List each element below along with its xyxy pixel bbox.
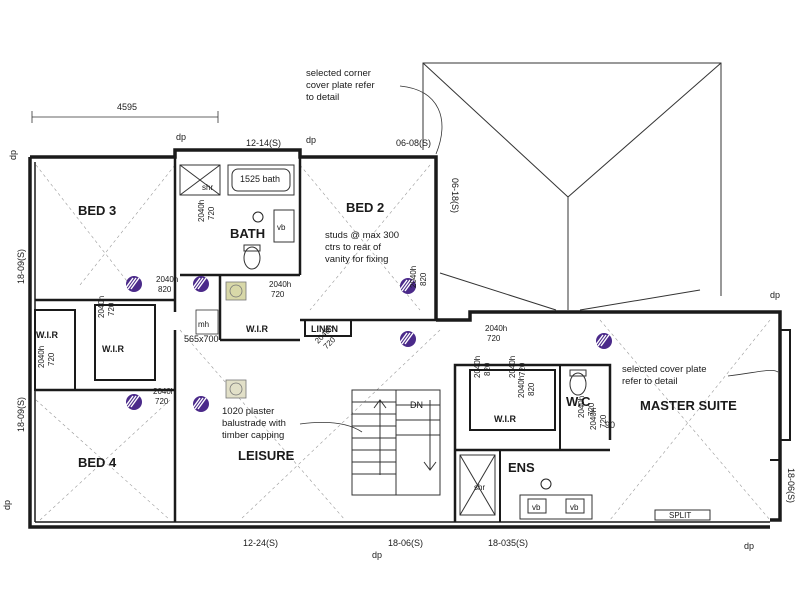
svg-text:vanity for fixing: vanity for fixing (325, 254, 388, 265)
manhole-size: 565x700 (184, 334, 219, 344)
svg-text:refer to detail: refer to detail (622, 376, 677, 387)
shower-label: shr (202, 183, 213, 192)
room-label-bath: BATH (230, 226, 265, 241)
svg-text:cover plate refer: cover plate refer (306, 80, 375, 91)
ensuite-shower-label: shr (474, 483, 485, 492)
walls (28, 148, 791, 529)
leader-arrow (399, 85, 443, 155)
room-label-bed4: BED 4 (78, 455, 117, 470)
room-label-bed3: BED 3 (78, 203, 116, 218)
downpipe-label: dp (770, 290, 780, 300)
window-code: 06-08(S) (396, 138, 431, 148)
downpipe-label: dp (306, 135, 316, 145)
room-label-ens: ENS (508, 460, 535, 475)
stair-dn-label: DN (410, 400, 423, 410)
door-size-label: 2040h720 (197, 200, 216, 222)
window-code: 18-06(S) (388, 538, 423, 548)
door-size-label: 2040h820 (517, 376, 536, 398)
ensuite-fixtures (459, 369, 711, 521)
window-code: 12-24(S) (243, 538, 278, 548)
downlight-icon (398, 331, 416, 347)
exhaust-fan-icon (225, 379, 247, 399)
room-label-master-suite: MASTER SUITE (640, 398, 737, 413)
downpipe-label: dp (744, 541, 754, 551)
door-size-label: 2040h720 (37, 346, 56, 368)
leader-arrow (299, 422, 363, 433)
roof-outline (422, 62, 722, 311)
door-size-label: 2040h820 (473, 356, 492, 378)
door-size-label: 2040h720 (577, 396, 596, 418)
downpipe-label: dp (2, 500, 12, 510)
room-label-linen: LINEN (311, 324, 338, 334)
bath-tub-label: 1525 bath (240, 174, 280, 184)
svg-text:studs @ max 300: studs @ max 300 (325, 230, 399, 241)
staircase (351, 389, 441, 496)
note-cover-plate: selected cover plate refer to detail (622, 364, 707, 387)
dimension-line (31, 111, 219, 123)
room-label-leisure: LEISURE (238, 448, 295, 463)
window-code: 18-09(S) (16, 249, 26, 284)
small-dimension: 90 (605, 420, 615, 430)
note-corner-cover-plate: selected corner cover plate refer to det… (306, 68, 375, 103)
svg-text:selected cover plate: selected cover plate (622, 364, 707, 375)
svg-text:1020 plaster: 1020 plaster (222, 406, 274, 417)
room-label-wir: W.I.R (102, 344, 124, 354)
downlight-icon (398, 278, 416, 294)
svg-text:ctrs to rear of: ctrs to rear of (325, 242, 381, 253)
door-size-label: 2040h820 (409, 266, 428, 288)
svg-text:balustrade with: balustrade with (222, 418, 286, 429)
exhaust-fan-icon (225, 281, 247, 301)
window-code: 12-14(S) (246, 138, 281, 148)
room-label-wir: W.I.R (246, 324, 268, 334)
downpipe-label: dp (8, 150, 18, 160)
window-code: 06-18(S) (450, 178, 460, 213)
split-unit-label: SPLIT (669, 511, 691, 520)
ceiling-lines (35, 164, 771, 521)
downpipe-label: dp (176, 132, 186, 142)
ensuite-vanity-2: vb (570, 503, 579, 512)
vanity-label: vb (277, 223, 286, 232)
downlight-icon (594, 333, 612, 349)
door-size-label: 2040h720 (589, 408, 608, 430)
note-balustrade: 1020 plaster balustrade with timber capp… (222, 406, 286, 441)
downpipe-label: dp (372, 550, 382, 560)
bath-fixtures (179, 164, 295, 270)
manhole-label: mh (198, 320, 209, 329)
leader-arrow (727, 369, 779, 377)
svg-text:timber capping: timber capping (222, 430, 284, 441)
downlight-icon (191, 276, 209, 292)
manhole (195, 309, 219, 335)
downlight-icon (191, 396, 209, 412)
room-label-wir: W.I.R (36, 330, 58, 340)
room-label-wc: W.C (566, 394, 591, 409)
room-label-wir: W.I.R (494, 414, 516, 424)
door-size-label: 2040h720 (97, 296, 116, 318)
door-size-label: 2040h720 (508, 356, 527, 378)
room-label-bed2: BED 2 (346, 200, 384, 215)
svg-text:to detail: to detail (306, 92, 339, 103)
smoke-detector-icon (252, 211, 552, 490)
window-code: 18-09(S) (16, 397, 26, 432)
downlight-icon (124, 394, 142, 410)
window-code: 18-06(S) (786, 468, 796, 503)
svg-text:selected corner: selected corner (306, 68, 371, 79)
window-code: 18-035(S) (488, 538, 528, 548)
ensuite-vanity-1: vb (532, 503, 541, 512)
overall-dimension: 4595 (117, 102, 137, 112)
downlight-icon (124, 276, 142, 292)
note-studs: studs @ max 300 ctrs to rear of vanity f… (325, 230, 399, 265)
downlights (124, 276, 612, 412)
